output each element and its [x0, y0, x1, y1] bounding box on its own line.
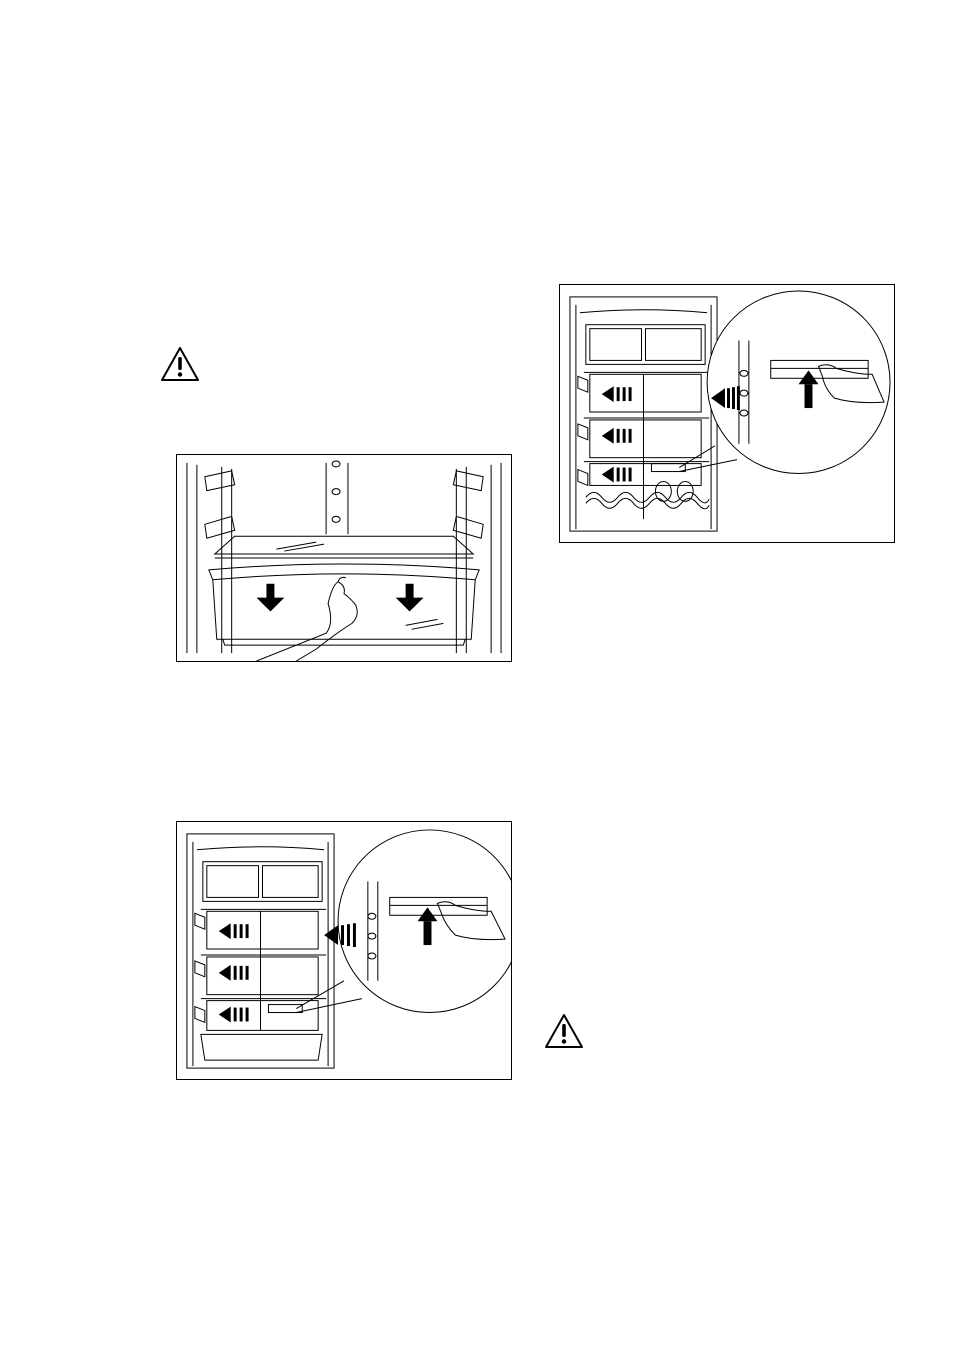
down-arrow-icon — [257, 584, 285, 612]
warning-triangle-icon — [159, 345, 201, 383]
shelf-adjustment-figure-bottle-rack — [559, 284, 895, 543]
left-arrow-icon — [219, 923, 356, 1022]
warning-triangle-icon — [543, 1012, 585, 1050]
left-arrow-icon — [602, 386, 740, 482]
shelf-adjustment-figure-bottom-drawer — [176, 821, 512, 1080]
crisper-drawer-removal-figure — [176, 454, 512, 662]
